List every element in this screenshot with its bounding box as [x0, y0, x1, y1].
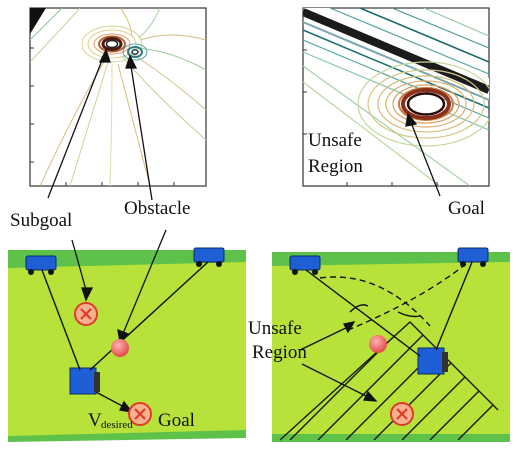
connection-lines-left — [41, 261, 209, 371]
label-goal-top: Goal — [448, 198, 485, 219]
connection-lines-right — [305, 261, 473, 357]
field-scene-right — [272, 252, 510, 442]
goal-marker-left — [128, 402, 152, 426]
label-unsafe-region-top-1: Unsafe — [308, 130, 362, 151]
unsafe-region-boundary — [279, 321, 499, 441]
field-top-edge-left — [8, 250, 246, 268]
ticks-left — [30, 47, 175, 186]
obstacle-left — [111, 339, 129, 357]
leader-arrows-left — [47, 48, 167, 413]
label-unsafe-region-bottom-2: Region — [252, 342, 307, 363]
robot-top-left-left-scene — [25, 255, 57, 275]
subgoal-marker-left — [74, 302, 98, 326]
label-goal-bottom: Goal — [158, 410, 195, 431]
robot-main-left-scene — [69, 367, 100, 395]
robot-top-right-left-scene — [193, 247, 225, 267]
field-bottom-edge-left — [8, 430, 246, 442]
contour-lines-right — [303, 8, 489, 186]
label-subgoal: Subgoal — [10, 210, 72, 231]
label-obstacle: Obstacle — [124, 198, 190, 219]
ticks-right — [303, 49, 438, 186]
contour-plot-subgoal — [29, 7, 207, 187]
label-unsafe-region-bottom-1: Unsafe — [248, 318, 302, 339]
contour-plot-goal — [302, 7, 490, 187]
leader-arrows-right — [299, 112, 441, 402]
field-bottom-edge-right — [272, 434, 510, 442]
robot-top-left-right-scene — [289, 255, 321, 275]
field-top-edge-right — [272, 252, 510, 266]
robot-top-right-right-scene — [457, 247, 489, 267]
label-v-desired-main: V — [88, 410, 102, 431]
goal-marker-right — [390, 402, 414, 426]
robot-main-right-scene — [417, 347, 448, 375]
obstacle-right — [369, 335, 387, 353]
label-unsafe-region-top-2: Region — [308, 156, 363, 177]
label-v-desired-sub: desired — [101, 419, 133, 431]
